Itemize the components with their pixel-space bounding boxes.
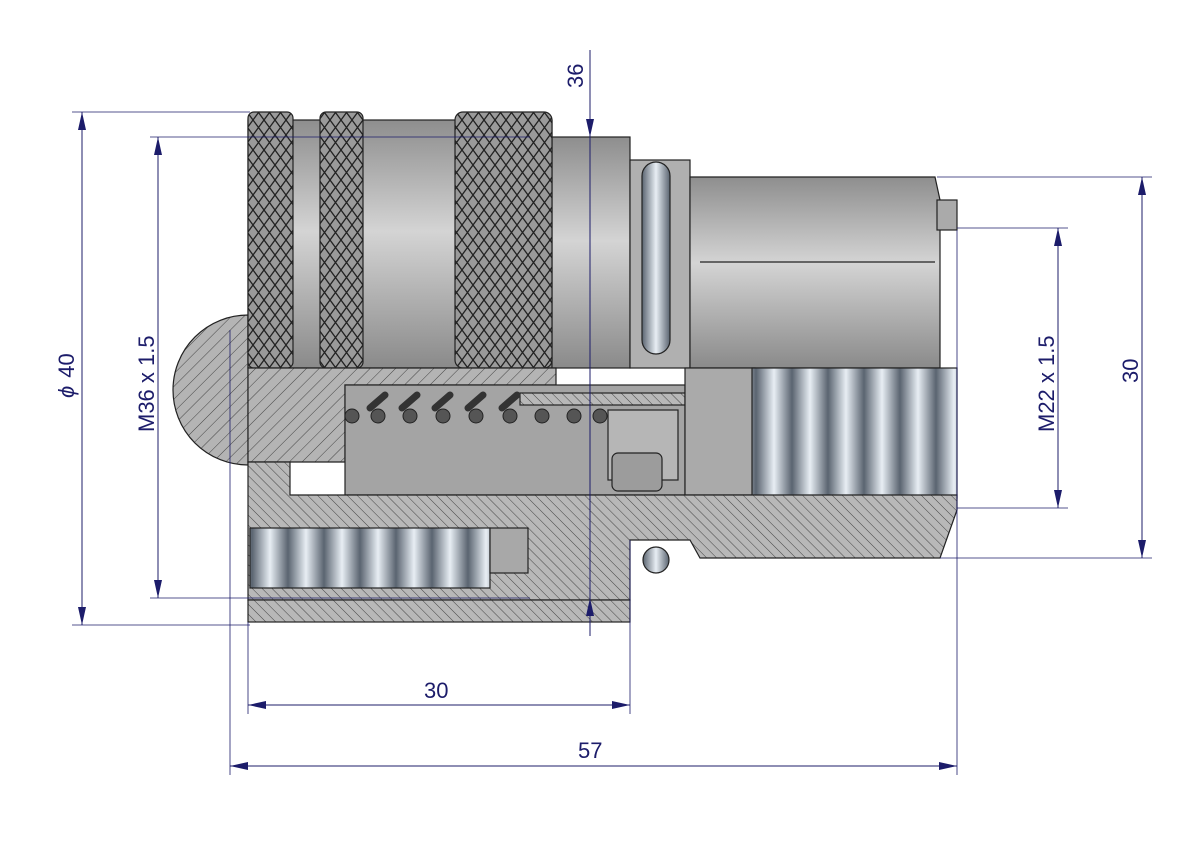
thread-end	[936, 199, 958, 231]
outer-diameter-value: 40	[54, 353, 79, 377]
knurl-ring-3	[454, 111, 553, 369]
dimension-overall-length: 57	[229, 230, 958, 775]
left-bore-thread	[249, 527, 491, 589]
o-ring	[641, 161, 671, 355]
overall-length-label: 57	[578, 738, 602, 763]
dimension-hex-size: 30	[937, 176, 1152, 559]
dimension-thread-right: M22 x 1.5	[957, 227, 1068, 509]
sleeve-bottom-section	[247, 599, 631, 623]
spring	[344, 391, 608, 424]
o-ring-section	[642, 546, 670, 574]
dimension-sleeve-length: 30	[247, 540, 631, 714]
sleeve-diameter-label: 36	[563, 64, 588, 88]
knurl-ring-2	[319, 111, 364, 369]
dimension-thread-left: M36 x 1.5	[134, 136, 530, 599]
sleeve-length-label: 30	[424, 678, 448, 703]
valve-sleeve	[519, 392, 686, 406]
locking-ball-section	[172, 314, 249, 466]
right-bore-thread	[751, 367, 958, 499]
sleeve-end	[551, 136, 631, 369]
dimension-sleeve-diameter: 36	[563, 50, 594, 636]
thread-right-label: M22 x 1.5	[1034, 335, 1059, 432]
thread-left-label: M36 x 1.5	[134, 335, 159, 432]
hex-size-label: 30	[1118, 359, 1143, 383]
svg-text:ϕ40: ϕ 40	[54, 353, 79, 398]
diameter-symbol: ϕ	[54, 386, 79, 398]
knurl-ring-1	[247, 111, 294, 369]
coupling-body	[172, 111, 958, 623]
dimension-outer-diameter: ϕ 40	[54, 111, 250, 626]
hex-nut	[689, 176, 941, 369]
valve-pin	[611, 452, 663, 492]
